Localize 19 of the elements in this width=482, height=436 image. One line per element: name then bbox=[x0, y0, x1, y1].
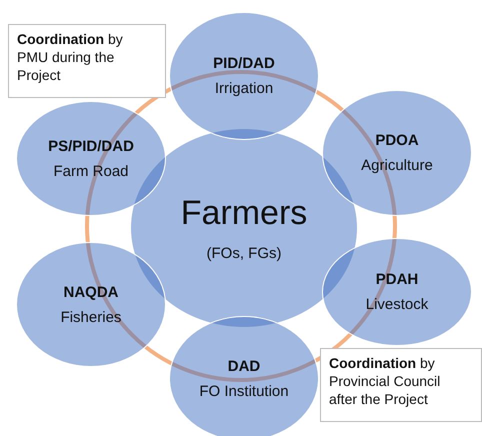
note-text: Coordination by PMU during the Project bbox=[17, 30, 124, 85]
agency-name: PDOA bbox=[375, 132, 419, 149]
sector-label: Agriculture bbox=[361, 157, 433, 174]
center-subtitle: (FOs, FGs) bbox=[206, 245, 282, 262]
agency-name: DAD bbox=[228, 358, 260, 374]
sector-label: Irrigation bbox=[214, 80, 274, 97]
agency-name: PID/DAD bbox=[213, 55, 275, 72]
sector-label: Livestock bbox=[366, 296, 428, 313]
agency-name: NAQDA bbox=[64, 284, 118, 300]
sector-label: Farm Road bbox=[53, 162, 129, 180]
center-title: Farmers bbox=[180, 194, 308, 233]
sector-label: Fisheries bbox=[60, 308, 122, 326]
note-box bbox=[320, 348, 482, 422]
agency-name: PS/PID/DAD bbox=[48, 138, 134, 154]
agency-name: PDAH bbox=[376, 271, 418, 288]
note-box bbox=[8, 24, 166, 98]
ellipse-node bbox=[169, 316, 319, 436]
sector-label: FO Institution bbox=[199, 382, 289, 400]
note-text: Coordination by Provincial Council after the Project bbox=[329, 354, 442, 409]
